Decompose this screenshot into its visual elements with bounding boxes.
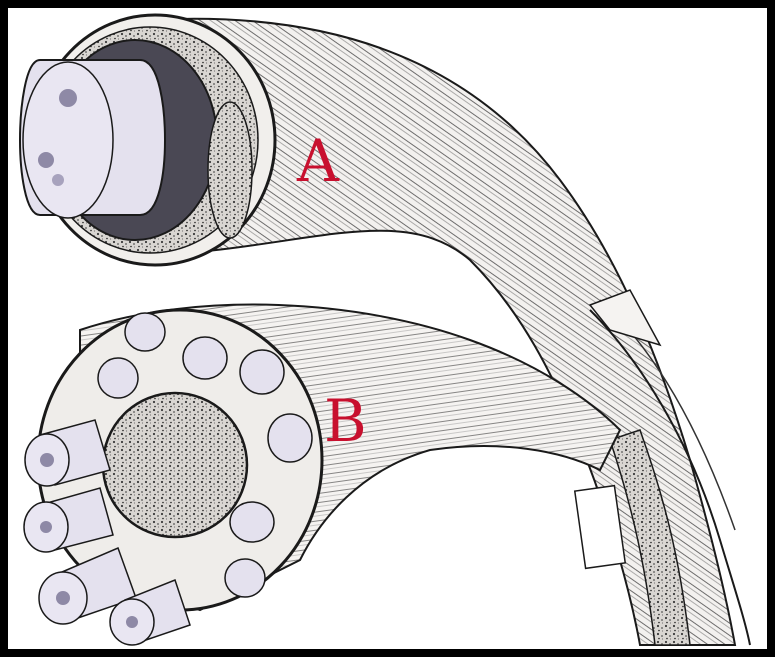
fiber-a-axon-dot-2 — [38, 152, 54, 168]
fiber-b-axon — [268, 414, 312, 462]
fiber-a-axon-dot-3 — [52, 174, 64, 186]
fiber-b-schwann-nucleus — [103, 393, 247, 537]
fiber-b — [24, 305, 620, 645]
fiber-b-axon — [230, 502, 274, 542]
fiber-a-axon-dot-1 — [59, 89, 77, 107]
fiber-b-axon — [225, 559, 265, 597]
fiber-b-axon — [240, 350, 284, 394]
fiber-b-axon — [125, 313, 165, 351]
fiber-b-axon — [183, 337, 227, 379]
label-a: A — [297, 132, 339, 190]
nerve-fiber-illustration — [8, 8, 767, 649]
fiber-b-axon — [98, 358, 138, 398]
fiber-a-axon-face — [23, 62, 113, 218]
fiber-a-schwann-nucleus — [208, 102, 252, 238]
label-b: B — [324, 392, 367, 450]
